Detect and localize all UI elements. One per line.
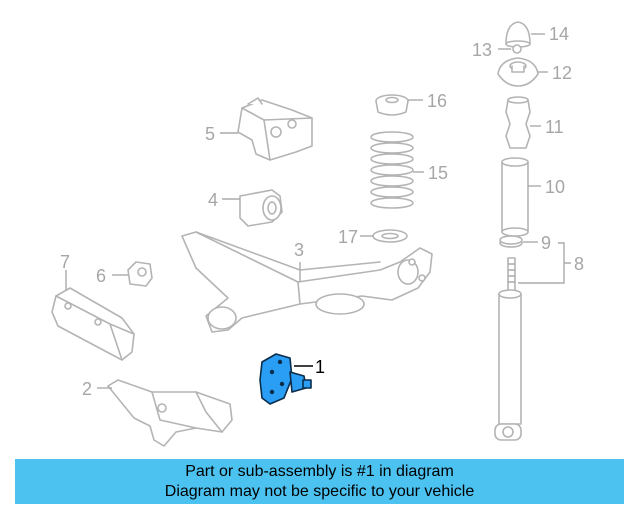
- part-1-hub-highlighted[interactable]: [259, 353, 312, 405]
- part-16-spring-seat: [375, 94, 409, 116]
- banner-line-1: Part or sub-assembly is #1 in diagram: [185, 462, 454, 480]
- info-banner: Part or sub-assembly is #1 in diagram Di…: [15, 459, 624, 504]
- part-7-crossmember: [51, 287, 135, 361]
- callout-9[interactable]: 9: [541, 233, 551, 253]
- part-2-lower-bracket: [107, 379, 233, 447]
- callout-3[interactable]: 3: [294, 240, 304, 260]
- callout-2[interactable]: 2: [82, 379, 92, 399]
- callout-8[interactable]: 8: [574, 254, 584, 274]
- part-6-small-mount: [127, 261, 153, 287]
- callout-14[interactable]: 14: [549, 24, 569, 44]
- part-12-upper-mount: [497, 57, 539, 87]
- banner-line-2: Diagram may not be specific to your vehi…: [164, 482, 475, 500]
- part-8-shock-absorber: [494, 257, 522, 441]
- part-13-nut: [512, 44, 522, 54]
- callout-7[interactable]: 7: [60, 252, 70, 272]
- callout-11[interactable]: 11: [545, 117, 564, 137]
- part-3-axle-beam: [181, 231, 433, 333]
- callout-17[interactable]: 17: [338, 227, 358, 247]
- part-11-bump-stop: [505, 96, 531, 149]
- part-14-cap: [505, 21, 531, 48]
- callout-4[interactable]: 4: [208, 190, 218, 210]
- part-5-bracket: [237, 97, 313, 161]
- part-17-spring-pad: [372, 229, 408, 243]
- callout-15[interactable]: 15: [428, 163, 448, 183]
- callout-5[interactable]: 5: [205, 124, 215, 144]
- callout-1[interactable]: 1: [315, 357, 325, 377]
- callout-16[interactable]: 16: [427, 91, 447, 111]
- part-10-dust-boot: [501, 157, 529, 237]
- callout-10[interactable]: 10: [545, 177, 565, 197]
- callout-12[interactable]: 12: [552, 63, 572, 83]
- callout-6[interactable]: 6: [96, 266, 106, 286]
- part-4-bushing: [239, 189, 283, 227]
- part-15-coil-spring: [370, 131, 414, 209]
- callout-13[interactable]: 13: [472, 40, 492, 60]
- part-9-washer: [499, 235, 523, 248]
